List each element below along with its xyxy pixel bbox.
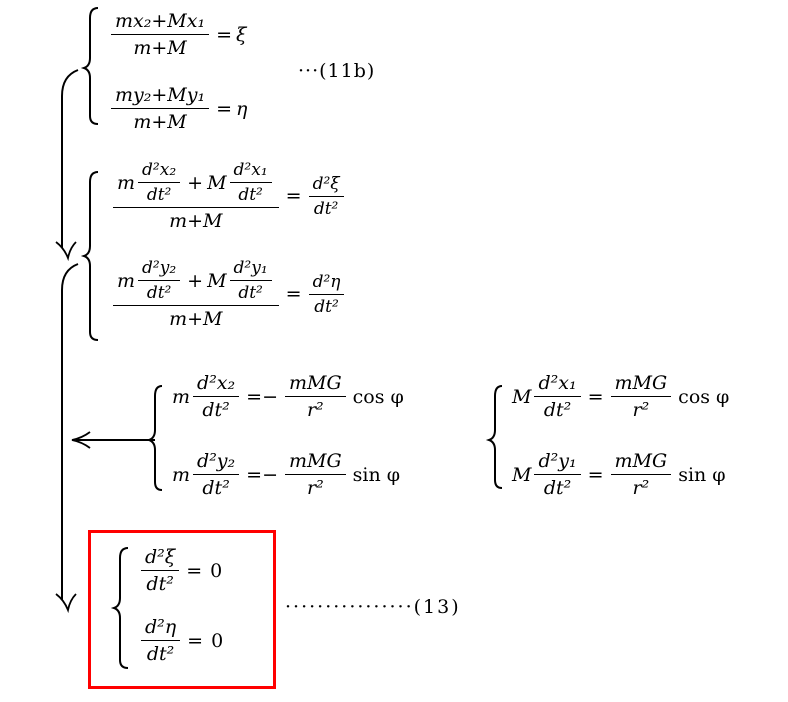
rhs: 0 — [211, 629, 224, 652]
equals: = — [587, 385, 604, 408]
equals-minus: =− — [246, 463, 279, 486]
numerator: d²x₁ — [229, 160, 272, 183]
equals-minus: =− — [246, 385, 278, 408]
coef: m — [117, 171, 136, 194]
numerator: mMG — [610, 450, 672, 475]
denominator: dt² — [238, 283, 263, 303]
denominator: dt² — [238, 185, 263, 205]
denominator: dt² — [146, 573, 174, 595]
brace-force-M — [485, 385, 503, 489]
trig-term: cos φ — [352, 385, 404, 408]
plus: + — [187, 269, 204, 292]
numerator: d²y₂ — [193, 450, 240, 475]
numerator: d²ξ — [308, 174, 344, 197]
coef: M — [512, 385, 532, 408]
denominator: m+M — [169, 210, 223, 232]
denominator: r² — [632, 477, 650, 499]
arrow-left-icon — [71, 431, 91, 449]
flow-bracket-2 — [61, 263, 79, 600]
arrow-down-icon — [55, 593, 77, 614]
equals: = — [216, 23, 232, 46]
numerator: mx₂+Mx₁ — [111, 10, 210, 35]
equals: = — [285, 185, 302, 207]
plus: + — [187, 171, 204, 194]
coef: m — [117, 269, 136, 292]
coef: m — [172, 385, 191, 408]
equals: = — [186, 559, 203, 582]
numerator: my₂+My₁ — [111, 84, 210, 109]
equals: = — [587, 463, 604, 486]
rhs: 0 — [210, 559, 223, 582]
brace-accel — [80, 171, 99, 341]
trig-term: cos φ — [678, 385, 730, 408]
flow-bracket-1 — [61, 69, 79, 248]
highlight-box — [88, 530, 276, 689]
coef: M — [207, 269, 227, 292]
denominator: dt² — [146, 283, 172, 303]
equals: = — [216, 97, 233, 120]
denominator: dt² — [313, 198, 339, 219]
trig-term: sin φ — [352, 463, 401, 486]
numerator: d²η — [141, 616, 181, 641]
numerator: d²x₂ — [138, 160, 181, 183]
coef: M — [207, 171, 227, 194]
equals: = — [187, 629, 204, 652]
denominator: m+M — [169, 308, 223, 330]
numerator: mMG — [285, 450, 346, 475]
numerator: mMG — [610, 372, 672, 397]
denominator: dt² — [543, 477, 572, 499]
denominator: dt² — [543, 399, 572, 421]
trig-term: sin φ — [678, 463, 726, 486]
denominator: m+M — [133, 111, 187, 133]
rhs: ξ — [235, 23, 247, 46]
numerator: d²η — [308, 272, 345, 295]
denominator: r² — [306, 477, 324, 499]
denominator: r² — [306, 399, 324, 421]
numerator: d²y₁ — [229, 258, 272, 281]
rhs: η — [236, 97, 248, 120]
denominator: dt² — [202, 399, 230, 421]
brace-11b — [80, 7, 99, 125]
numerator: d²x₂ — [193, 372, 240, 397]
coef: m — [172, 463, 191, 486]
denominator: m+M — [133, 37, 187, 59]
denominator: dt² — [146, 185, 172, 205]
equation-label-11b: ···(11b) — [298, 60, 376, 82]
equation-label-13: ················(13) — [285, 596, 461, 618]
coef: M — [512, 463, 532, 486]
denominator: r² — [632, 399, 650, 421]
denominator: dt² — [146, 643, 175, 665]
numerator: d²ξ — [141, 546, 180, 571]
arrow-down-icon — [55, 241, 77, 262]
equals: = — [285, 283, 302, 305]
numerator: mMG — [285, 372, 346, 397]
denominator: dt² — [202, 477, 230, 499]
numerator: d²y₁ — [534, 450, 581, 475]
numerator: d²y₂ — [138, 258, 181, 281]
brace-13 — [110, 547, 129, 669]
brace-force-m — [145, 385, 163, 491]
numerator: d²x₁ — [534, 372, 581, 397]
denominator: dt² — [314, 296, 339, 317]
